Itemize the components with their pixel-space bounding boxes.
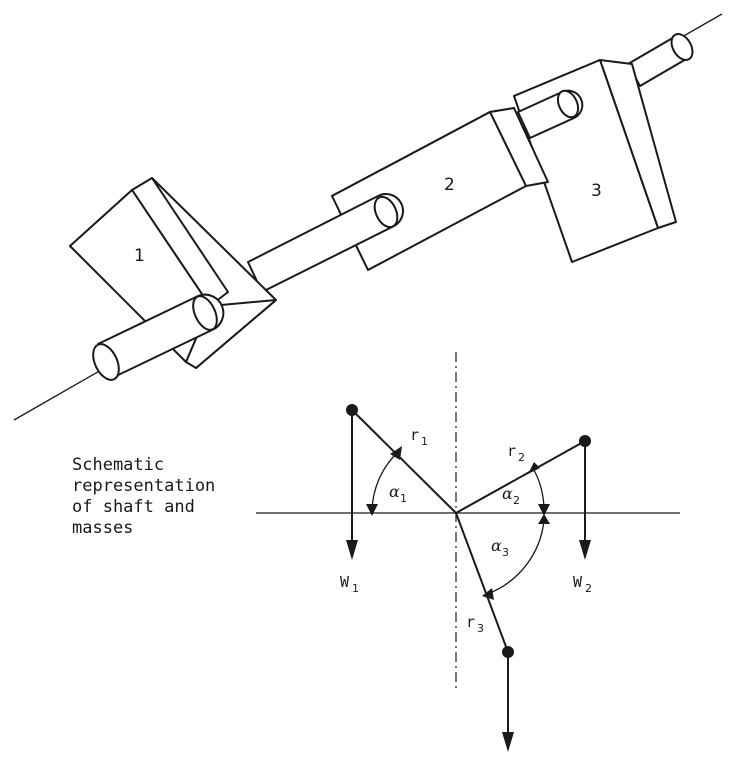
- mass-label-2: 2: [444, 175, 455, 195]
- radius-line-r2: [455, 440, 586, 514]
- svg-text:3: 3: [502, 546, 509, 559]
- shaft-end-left: [92, 293, 225, 381]
- weight-arrow-w2: [579, 440, 591, 560]
- svg-text:1: 1: [352, 582, 359, 595]
- svg-text:W: W: [340, 573, 350, 591]
- schematic-caption: Schematic representation of shaft and ma…: [72, 455, 262, 539]
- shaft-end-right: [627, 33, 694, 87]
- angle-arc-a2: [528, 462, 550, 516]
- weight-arrow-w1: [346, 409, 358, 560]
- label-r1: r 1: [410, 426, 428, 448]
- mass-label-1: 1: [134, 246, 145, 266]
- label-r2: r 2: [507, 442, 525, 464]
- svg-text:W: W: [573, 573, 583, 591]
- radius-line-r3: [455, 512, 509, 653]
- label-alpha3: α 3: [491, 536, 509, 559]
- svg-text:α: α: [389, 482, 400, 501]
- caption-line-1: Schematic: [72, 455, 165, 475]
- radius-line-r1: [351, 409, 457, 514]
- shaft-segment-2-3: [517, 89, 584, 139]
- svg-text:r: r: [466, 613, 475, 631]
- svg-text:r: r: [410, 426, 419, 444]
- weight-arrow-w3: [502, 651, 514, 752]
- svg-text:3: 3: [477, 622, 484, 635]
- svg-text:α: α: [502, 484, 513, 503]
- label-w1: W 1: [340, 573, 359, 595]
- svg-text:α: α: [491, 536, 502, 555]
- caption-line-2: representation: [72, 476, 216, 496]
- svg-text:1: 1: [400, 492, 407, 505]
- mass-label-3: 3: [591, 181, 602, 201]
- svg-text:r: r: [507, 442, 516, 460]
- svg-text:2: 2: [585, 582, 592, 595]
- shaft-segment-1-2: [247, 193, 404, 293]
- angle-arc-a1: [366, 446, 402, 516]
- angle-arc-a3: [482, 514, 550, 600]
- label-alpha1: α 1: [389, 482, 407, 505]
- svg-text:2: 2: [513, 494, 520, 507]
- label-w2: W 2: [573, 573, 592, 595]
- svg-text:1: 1: [421, 435, 428, 448]
- svg-text:2: 2: [518, 451, 525, 464]
- label-r3: r 3: [466, 613, 484, 635]
- caption-line-3: of shaft and: [72, 497, 195, 517]
- caption-line-4: masses: [72, 518, 134, 538]
- label-alpha2: α 2: [502, 484, 520, 507]
- mass-block-2: [331, 107, 549, 271]
